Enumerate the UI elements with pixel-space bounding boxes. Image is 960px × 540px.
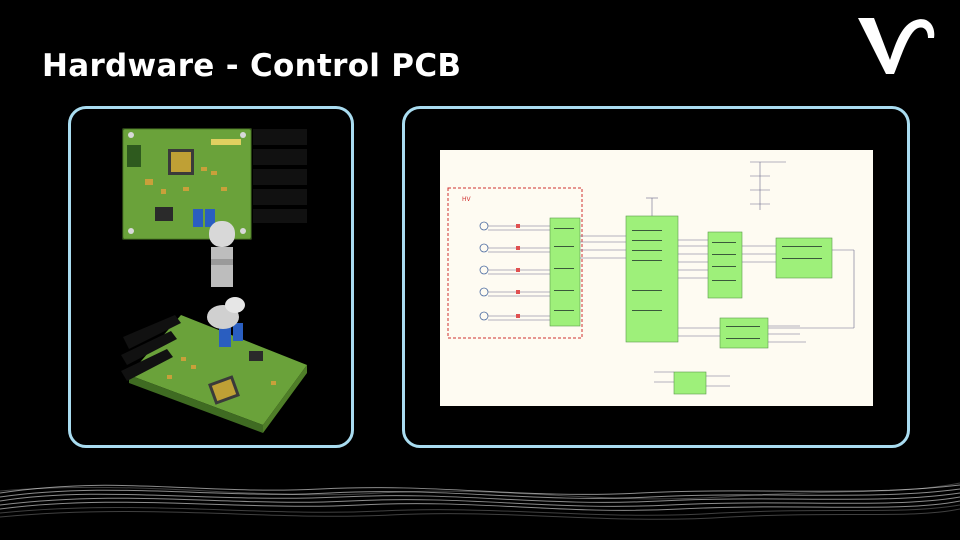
pcb-render-panel xyxy=(68,106,354,448)
v-wave-logo-icon xyxy=(858,18,935,74)
schematic-panel: HV xyxy=(402,106,910,448)
wave-lines-decoration xyxy=(0,482,960,520)
schematic-image: HV xyxy=(440,150,873,406)
pcb-isometric-view xyxy=(121,297,307,433)
hv-region-label: HV xyxy=(462,196,471,203)
slide-title: Hardware - Control PCB xyxy=(42,48,462,84)
pcb-top-view xyxy=(122,128,307,287)
pcb-3d-render-image xyxy=(121,128,307,433)
